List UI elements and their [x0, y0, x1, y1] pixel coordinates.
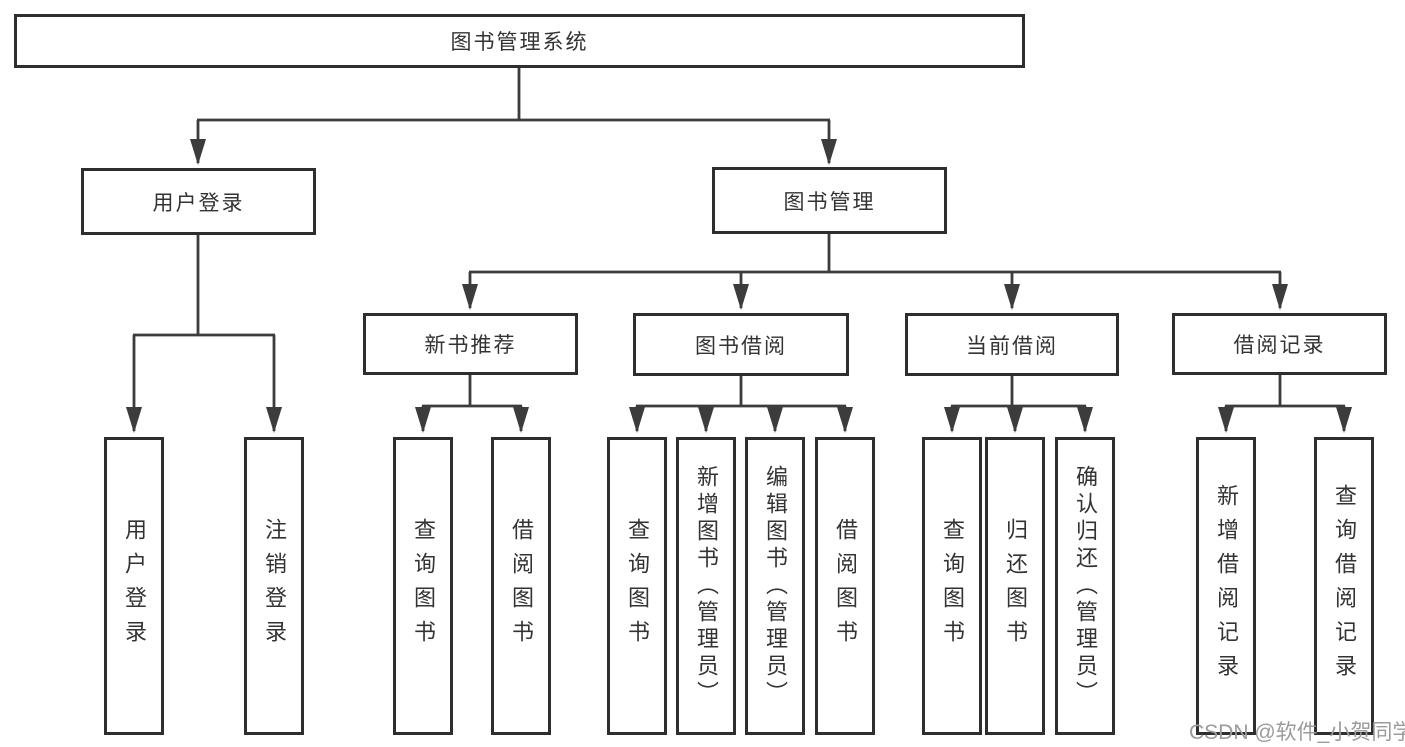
node-library-management-system: 图书管理系统: [14, 14, 1025, 68]
node-new-book-recommendation: 新书推荐: [363, 313, 578, 375]
leaf-add-borrow-record: 新增借阅记录: [1196, 437, 1256, 735]
csdn-watermark: CSDN @软件_小贺同学: [1189, 721, 1405, 744]
leaf-edit-book-admin: 编辑图书（管理员）: [745, 437, 805, 735]
node-current-borrowing: 当前借阅: [905, 313, 1119, 376]
leaf-query-borrow-record: 查询借阅记录: [1314, 437, 1374, 735]
leaf-borrow-books: 借阅图书: [815, 437, 875, 735]
leaf-query-books: 查询图书: [922, 437, 982, 735]
leaf-return-books: 归还图书: [985, 437, 1045, 735]
node-borrowing-records: 借阅记录: [1172, 313, 1387, 375]
node-book-borrowing: 图书借阅: [633, 313, 849, 376]
node-book-management: 图书管理: [712, 167, 947, 234]
leaf-logout: 注销登录: [244, 437, 304, 735]
leaf-add-book-admin: 新增图书（管理员）: [676, 437, 736, 735]
leaf-query-books: 查询图书: [607, 437, 667, 735]
leaf-borrow-books: 借阅图书: [491, 437, 551, 735]
leaf-query-books: 查询图书: [393, 437, 453, 735]
leaf-user-login: 用户登录: [104, 437, 164, 735]
leaf-confirm-return-admin: 确认归还（管理员）: [1055, 437, 1115, 735]
node-user-login: 用户登录: [81, 168, 316, 235]
